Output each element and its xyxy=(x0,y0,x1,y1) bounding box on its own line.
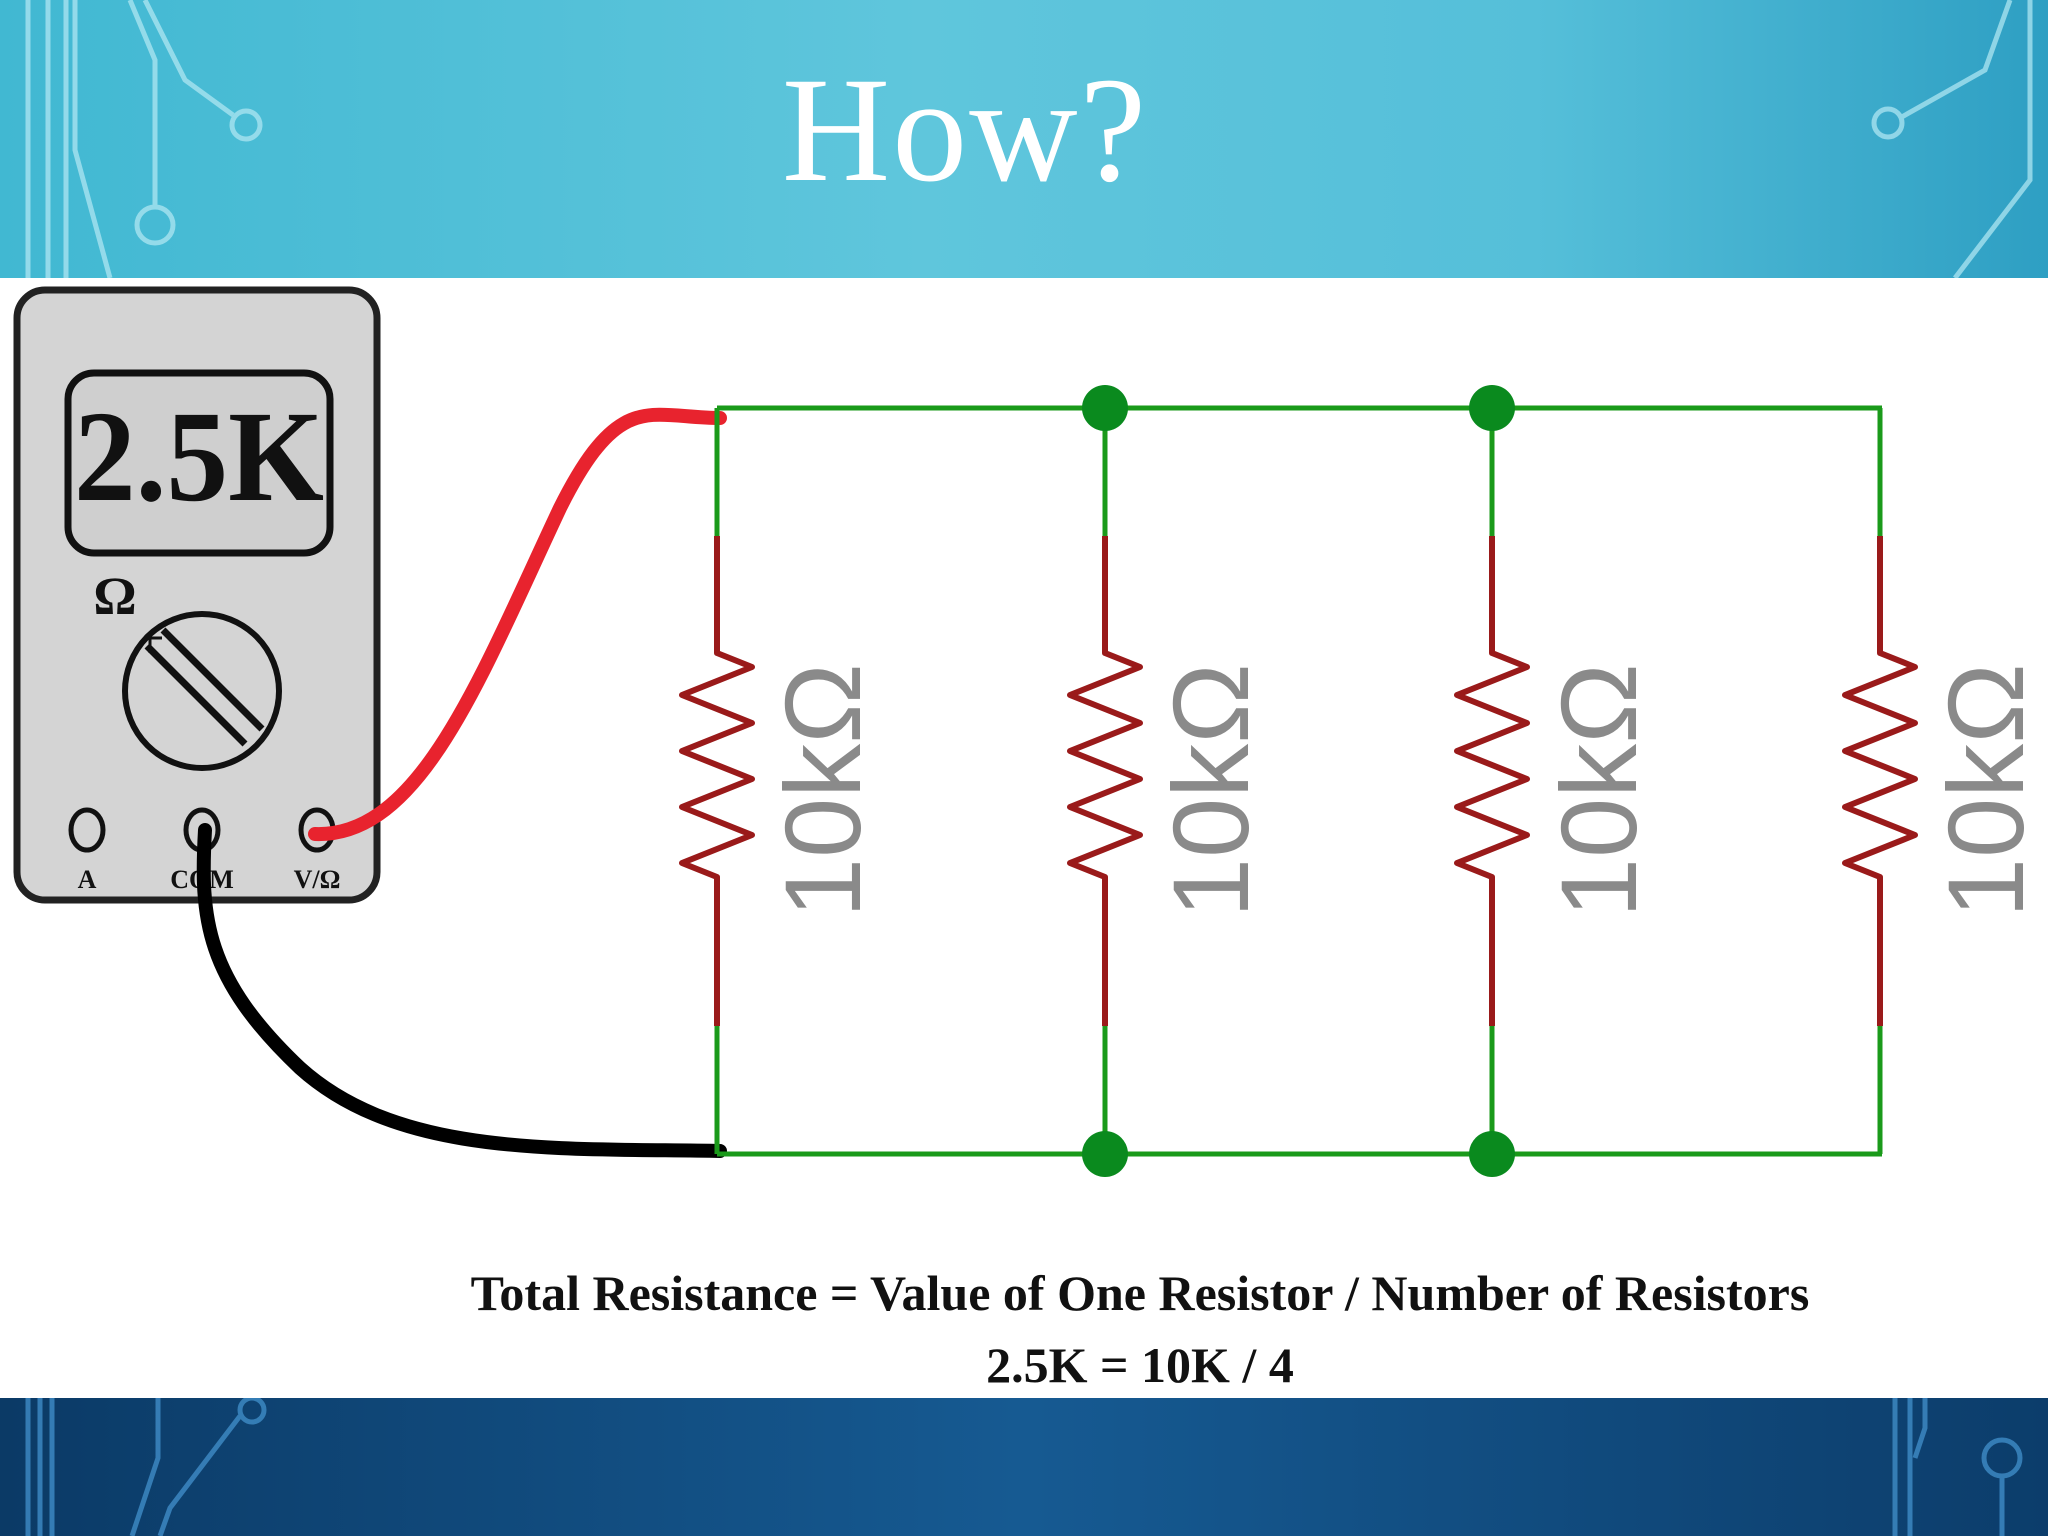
selector-dial[interactable] xyxy=(122,611,282,771)
header-banner: How? xyxy=(0,0,2048,278)
resistor-1-label: 10kΩ xyxy=(762,663,883,918)
circuit-diagram: 2.5K Ω A COM V/Ω xyxy=(13,286,2046,1177)
example-caption: 2.5K = 10K / 4 xyxy=(986,1337,1294,1393)
resistor-2-label: 10kΩ xyxy=(1150,663,1271,918)
resistor-branch-1 xyxy=(679,408,755,1154)
junction-dots xyxy=(1082,385,1515,1177)
circuit-trace-decoration xyxy=(25,0,2033,278)
ohm-mode-label: Ω xyxy=(93,566,136,626)
port-v-ohm-label: V/Ω xyxy=(294,865,341,894)
black-probe-lead[interactable] xyxy=(196,823,727,1158)
resistor-branch-3 xyxy=(1454,408,1530,1154)
resistor-3-label: 10kΩ xyxy=(1538,663,1659,918)
circuit-trace-decoration-bottom xyxy=(25,1398,2023,1536)
port-a-label: A xyxy=(78,865,97,894)
red-probe-lead[interactable] xyxy=(308,407,727,842)
circuit-wires xyxy=(717,405,1882,1157)
slide-title: How? xyxy=(781,47,1149,213)
multimeter: 2.5K Ω A COM V/Ω xyxy=(13,286,381,904)
footer-banner xyxy=(0,1398,2048,1536)
resistor-4-label: 10kΩ xyxy=(1925,663,2046,918)
resistor-branch-4 xyxy=(1842,408,1918,1154)
resistor-branch-2 xyxy=(1067,408,1143,1154)
port-a[interactable] xyxy=(68,807,106,853)
formula-caption: Total Resistance = Value of One Resistor… xyxy=(470,1265,1810,1321)
meter-reading: 2.5K xyxy=(74,385,324,529)
meter-display xyxy=(64,369,334,557)
